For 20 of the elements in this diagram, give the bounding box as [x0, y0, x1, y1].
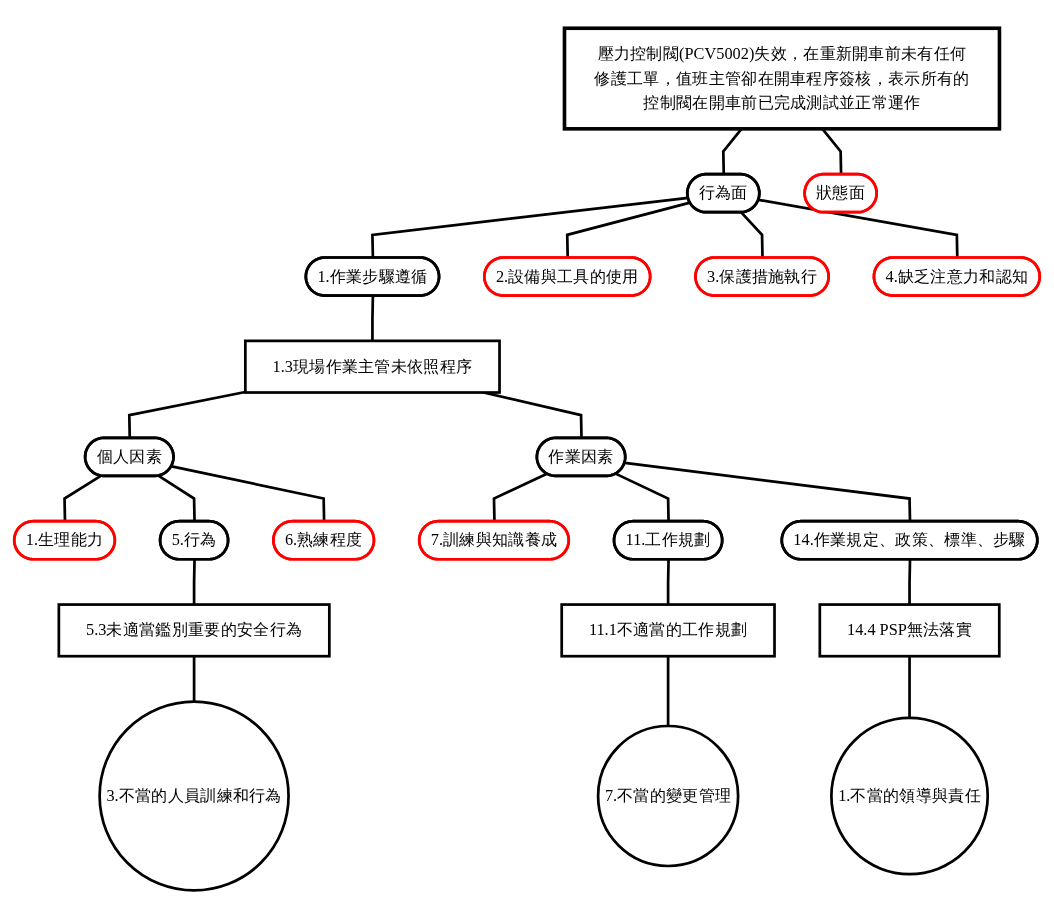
connector [192, 655, 196, 702]
node-box: 5.3未適當鑑別重要的安全行為 [57, 602, 331, 658]
connector [371, 196, 689, 258]
connector [740, 211, 764, 258]
node-box: 1.3現場作業主管未依照程序 [244, 339, 501, 394]
node-box: 壓力控制閥(PCV5002)失效，在重新開車前未有任何修護工單，值班主管卻在開車程序簽核，表示所有的控制閥在開車前已完成測試並正常運作 [562, 26, 1002, 131]
connector [908, 559, 912, 605]
connector [758, 198, 959, 258]
connector [192, 559, 196, 605]
connector [565, 200, 691, 258]
node-box: 14.4 PSP無法落實 [818, 602, 1001, 658]
node-box: 11.1不適當的工作規劃 [560, 602, 776, 658]
node-circle: 7.不當的變更管理 [596, 724, 740, 867]
connector [127, 390, 246, 438]
connector [371, 295, 375, 341]
node-circle: 1.不當的領導與責任 [830, 716, 990, 876]
connector [666, 655, 670, 726]
connector [666, 559, 670, 605]
node-circle: 3.不當的人員訓練和行為 [98, 699, 290, 892]
connector [908, 655, 911, 718]
